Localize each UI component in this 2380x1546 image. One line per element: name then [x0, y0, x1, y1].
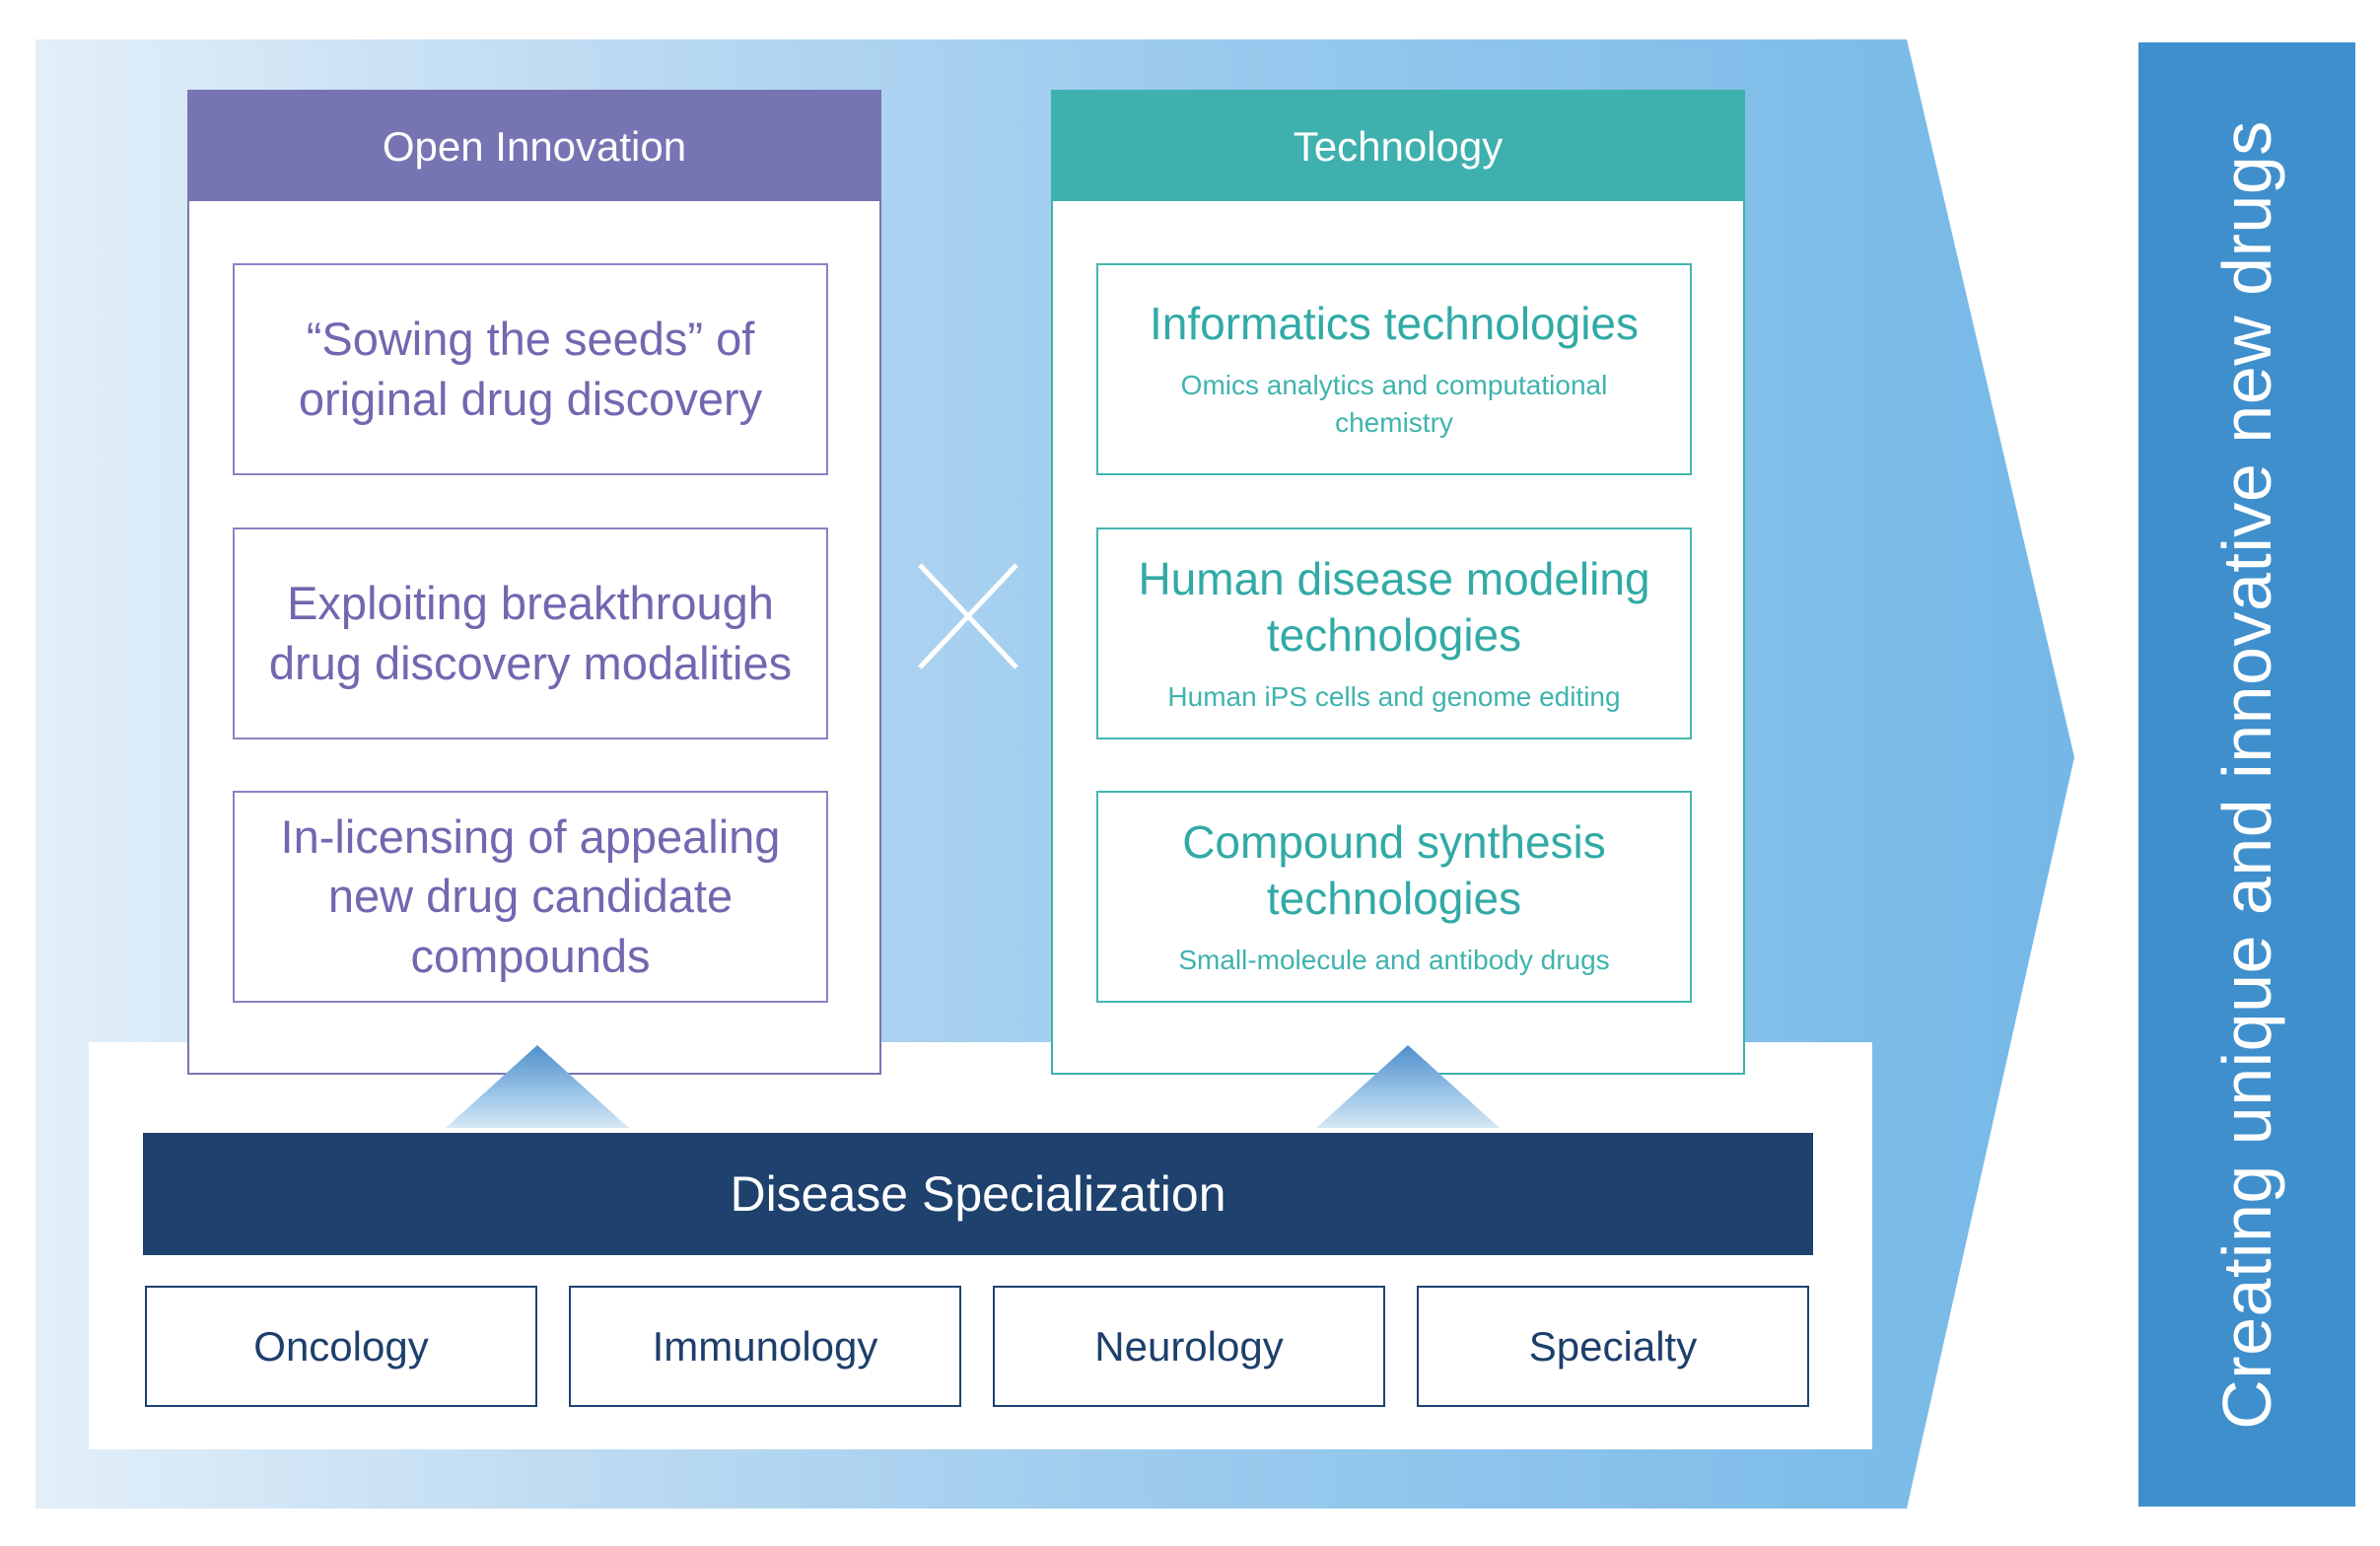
times-icon	[918, 563, 1018, 669]
goal-label: Creating unique and innovative new drugs	[2208, 119, 2285, 1430]
card-title: Human disease modeling technologies	[1138, 552, 1650, 662]
open-innovation-column: Open Innovation “Sowing the seeds” of or…	[187, 90, 881, 1075]
card-title: Exploiting breakthrough drug discovery m…	[268, 577, 793, 689]
open-innovation-card: “Sowing the seeds” of original drug disc…	[233, 263, 828, 475]
technology-card: Compound synthesis technologies Small-mo…	[1096, 791, 1692, 1003]
open-innovation-header: Open Innovation	[189, 92, 879, 201]
open-innovation-card: Exploiting breakthrough drug discovery m…	[233, 527, 828, 739]
disease-area-specialty: Specialty	[1417, 1286, 1809, 1407]
card-title: “Sowing the seeds” of original drug disc…	[298, 313, 763, 425]
disease-specialization-bar: Disease Specialization	[143, 1133, 1813, 1255]
technology-column: Technology Informatics technologies Omic…	[1051, 90, 1745, 1075]
card-subtitle: Omics analytics and computational chemis…	[1180, 369, 1608, 439]
card-subtitle: Human iPS cells and genome editing	[1167, 680, 1621, 712]
card-subtitle: Small-molecule and antibody drugs	[1178, 944, 1610, 975]
card-title: In-licensing of appealing new drug candi…	[280, 810, 781, 982]
open-innovation-card: In-licensing of appealing new drug candi…	[233, 791, 828, 1003]
disease-area-immunology: Immunology	[569, 1286, 961, 1407]
technology-card: Informatics technologies Omics analytics…	[1096, 263, 1692, 475]
card-title: Compound synthesis technologies	[1182, 815, 1606, 925]
technology-header: Technology	[1053, 92, 1743, 201]
technology-card: Human disease modeling technologies Huma…	[1096, 527, 1692, 739]
disease-area-neurology: Neurology	[993, 1286, 1385, 1407]
goal-banner: Creating unique and innovative new drugs	[2138, 42, 2355, 1507]
card-title: Informatics technologies	[1149, 298, 1640, 350]
disease-area-oncology: Oncology	[145, 1286, 537, 1407]
